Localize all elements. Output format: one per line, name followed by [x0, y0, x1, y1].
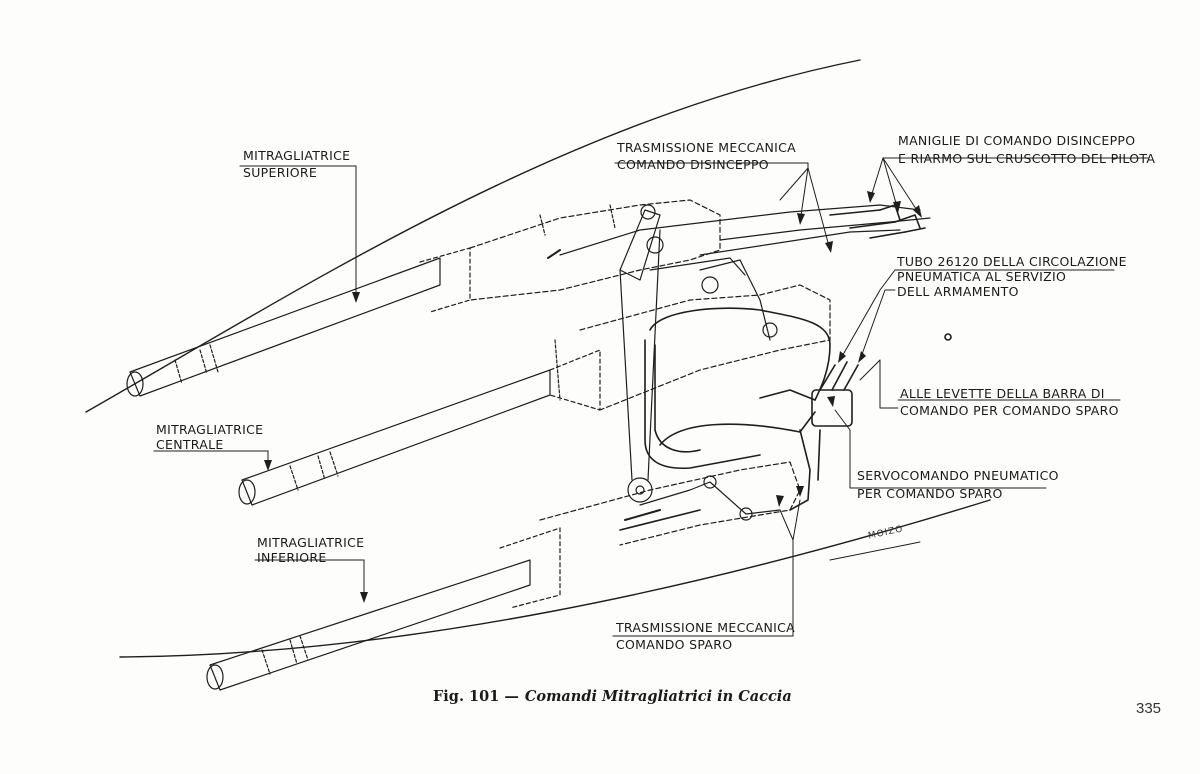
label-servocomando: SERVOCOMANDO PNEUMATICO PER COMANDO SPAR… [857, 468, 1059, 501]
label-line: ALLE LEVETTE DELLA BARRA DI [900, 386, 1105, 401]
label-trasmissione-disinceppo: TRASMISSIONE MECCANICA COMANDO DISINCEPP… [617, 140, 796, 172]
label-line: COMANDO PER COMANDO SPARO [900, 403, 1119, 418]
upper-machine-gun [126, 199, 721, 397]
dashboard-handles [829, 204, 926, 239]
fuselage-upper-outline [85, 59, 861, 413]
label-line: MITRAGLIATRICE [243, 148, 351, 163]
label-line: SERVOCOMANDO PNEUMATICO [857, 468, 1059, 483]
label-line: PNEUMATICA AL SERVIZIO [897, 269, 1067, 284]
label-line: TRASMISSIONE MECCANICA [616, 620, 795, 635]
figure-caption: Fig. 101 — Comandi Mitragliatrici in Cacc… [433, 688, 792, 705]
label-tubo: TUBO 26120 DELLA CIRCOLAZIONE PNEUMATICA… [897, 254, 1127, 299]
label-trasmissione-sparo: TRASMISSIONE MECCANICA COMANDO SPARO [616, 620, 795, 652]
label-mitragliatrice-superiore: MITRAGLIATRICE SUPERIORE [243, 148, 350, 180]
label-line: COMANDO SPARO [616, 637, 733, 652]
figure-title: Comandi Mitragliatrici in Caccia [524, 688, 792, 705]
pneumatic-tubing [644, 307, 952, 511]
label-line: E RIARMO SUL CRUSCOTTO DEL PILOTA [898, 151, 1156, 166]
arrowheads [264, 191, 922, 603]
label-line: PER COMANDO SPARO [857, 486, 1003, 501]
label-mitragliatrice-centrale: MITRAGLIATRICE CENTRALE [156, 422, 263, 452]
label-line: DELL ARMAMENTO [897, 284, 1019, 299]
label-maniglie: MANIGLIE DI COMANDO DISINCEPPO E RIARMO … [898, 133, 1155, 166]
label-underlines [153, 157, 1149, 637]
central-machine-gun [238, 284, 831, 506]
label-line: CENTRALE [156, 437, 224, 452]
label-line: MANIGLIE DI COMANDO DISINCEPPO [898, 133, 1136, 148]
label-line: TUBO 26120 DELLA CIRCOLAZIONE [897, 254, 1127, 269]
mechanical-linkage [547, 204, 931, 531]
label-line: COMANDO DISINCEPPO [617, 157, 769, 172]
label-mitragliatrice-inferiore: MITRAGLIATRICE INFERIORE [257, 535, 364, 565]
fuselage-lower-outline [119, 499, 991, 658]
label-line: SUPERIORE [243, 165, 318, 180]
label-line: TRASMISSIONE MECCANICA [617, 140, 796, 155]
lower-machine-gun [206, 461, 801, 691]
label-line: MITRAGLIATRICE [156, 422, 264, 437]
label-levette: ALLE LEVETTE DELLA BARRA DI COMANDO PER … [900, 386, 1119, 418]
label-line: INFERIORE [257, 550, 327, 565]
label-line: MITRAGLIATRICE [257, 535, 365, 550]
figure-number: Fig. 101 — [433, 688, 519, 705]
signature-line [829, 541, 921, 561]
page-number: 335 [1136, 700, 1162, 717]
